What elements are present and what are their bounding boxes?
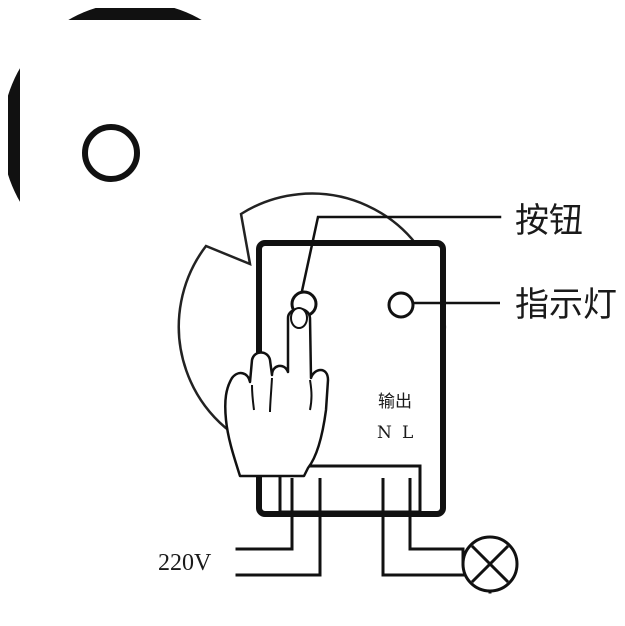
button-label: 按钮: [515, 201, 583, 241]
output-wire-l: [408, 510, 465, 566]
output-label: 输出: [378, 392, 412, 412]
magnified-box-top-edge: [2, 8, 268, 20]
magnified-box-left-edge: [8, 2, 20, 240]
live-label: L: [402, 423, 413, 443]
magnified-button: [82, 124, 140, 182]
pointing-hand-icon: [224, 307, 330, 478]
voltage-label: 220V: [158, 550, 212, 576]
indicator-light: [387, 291, 415, 319]
button-leader-line: [300, 215, 502, 293]
neutral-label: N: [377, 423, 392, 443]
indicator-label: 指示灯: [515, 285, 617, 325]
lamp-icon: [461, 535, 519, 593]
supply-wire-1: [235, 510, 294, 551]
supply-wire-2: [235, 510, 322, 577]
